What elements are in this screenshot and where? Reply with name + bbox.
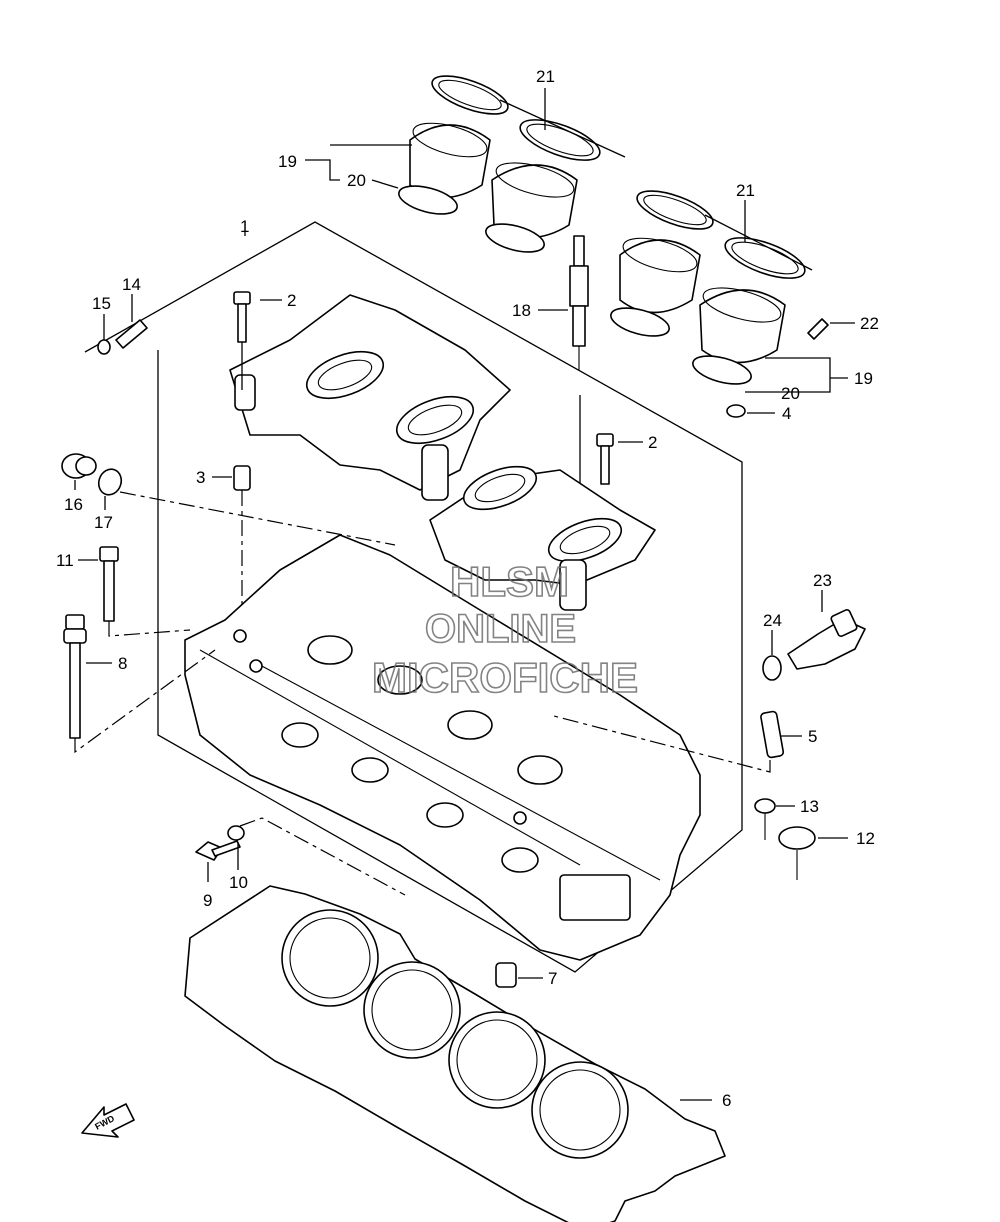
callout-4: 4 [782, 404, 791, 423]
callout-16: 16 [64, 495, 83, 514]
watermark-line-3: MICROFICHE [372, 654, 638, 701]
intake-boot-set-left [398, 75, 626, 253]
intake-boot-set-right [610, 190, 813, 385]
callout-21-upper: 21 [536, 67, 555, 86]
head-gasket-6 [184, 885, 726, 1222]
callout-17: 17 [94, 513, 113, 532]
callout-11: 11 [56, 551, 74, 570]
callout-2-upper: 2 [287, 291, 296, 310]
bolt-2-right [596, 433, 614, 485]
callout-8: 8 [118, 654, 127, 673]
bolt-8 [63, 614, 216, 754]
watermark-line-1: HLSM [450, 558, 569, 605]
callout-20-lower: 20 [781, 384, 800, 403]
callout-15: 15 [92, 294, 111, 313]
leader-lines [74, 88, 855, 1101]
plug-16 [61, 453, 97, 479]
fitting-14 [115, 319, 148, 349]
callout-2-lower: 2 [648, 433, 657, 452]
cylinder-head [184, 534, 701, 961]
bolt-2-left [233, 291, 251, 390]
callout-21-lower: 21 [736, 181, 755, 200]
cam-journal-holder-right [429, 465, 656, 611]
callout-5: 5 [808, 727, 817, 746]
callout-19-lower: 19 [854, 369, 873, 388]
washer-24 [762, 655, 782, 681]
callout-23: 23 [813, 571, 832, 590]
temp-sensor-23 [787, 608, 866, 670]
watermark-line-2: ONLINE [425, 607, 576, 651]
washer-4 [726, 404, 746, 418]
dowel-7 [495, 962, 517, 988]
forward-direction-arrow: FWD [81, 1103, 135, 1138]
washer-10 [227, 817, 406, 896]
callout-3: 3 [196, 468, 205, 487]
callout-6: 6 [722, 1091, 731, 1110]
gasket-17 [97, 468, 396, 546]
callout-labels: 1 2 2 3 4 5 6 7 8 9 10 11 12 13 14 15 16… [56, 67, 879, 1110]
callout-14: 14 [122, 275, 141, 294]
cam-journal-holder-left [229, 294, 511, 501]
o-ring-12 [778, 826, 816, 880]
bolt-9 [195, 840, 241, 861]
washer-15 [97, 339, 111, 355]
bolt-11 [99, 546, 191, 637]
callout-22: 22 [860, 314, 879, 333]
callout-1: 1 [240, 217, 249, 236]
callout-7: 7 [548, 969, 557, 988]
callout-12: 12 [856, 829, 875, 848]
callout-9: 9 [203, 891, 212, 910]
assembly-frame [84, 221, 743, 973]
watermark: HLSM ONLINE MICROFICHE [371, 557, 639, 702]
screw-22 [807, 318, 829, 340]
callout-18: 18 [512, 301, 531, 320]
o-ring-13 [754, 798, 776, 840]
callout-13: 13 [800, 797, 819, 816]
callout-24: 24 [763, 611, 782, 630]
callout-20-upper: 20 [347, 171, 366, 190]
pin-5 [549, 710, 785, 773]
callout-19-upper: 19 [278, 152, 297, 171]
callout-10: 10 [229, 873, 248, 892]
